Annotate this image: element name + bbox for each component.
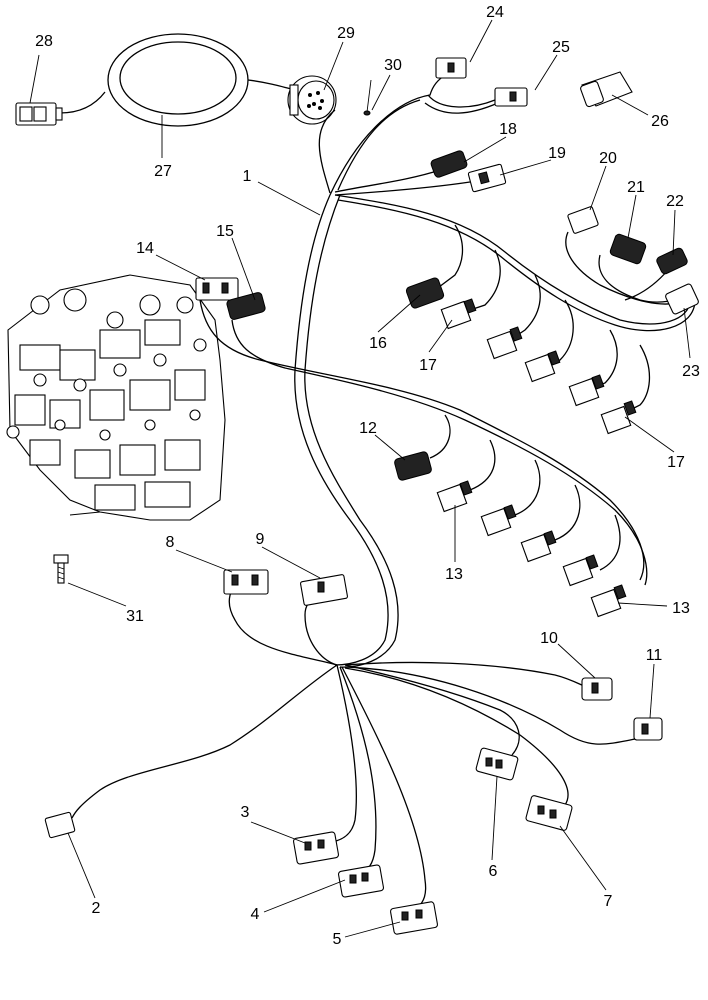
cable-assembly-27 [15,33,337,127]
connector-17-d [568,374,605,407]
connector-6 [475,747,519,781]
connector-13-e [590,584,627,618]
connector-25 [494,87,528,107]
callout-31: 31 [126,608,144,625]
connector-23 [665,283,699,315]
connector-13-b [480,504,517,537]
callout-9: 9 [256,531,265,548]
callout-11: 11 [646,647,663,664]
connector-19 [467,163,507,193]
connector-28 [15,102,63,126]
connector-14 [195,277,239,301]
callout-28: 28 [35,33,53,50]
connector-20 [567,206,599,234]
connector-26 [580,71,633,108]
callout-10: 10 [540,630,558,647]
connector-13-d [562,554,599,587]
main-harness-1 [294,74,696,668]
callout-19: 19 [548,145,566,162]
callout-1: 1 [243,168,252,185]
connector-17-c [524,350,561,383]
callout-25: 25 [552,39,570,56]
callout-3: 3 [241,804,250,821]
callout-7: 7 [604,893,613,910]
callout-27: 27 [154,163,172,180]
callout-13-b: 13 [672,600,690,617]
connector-15 [226,292,266,320]
lower-harness [71,589,641,913]
control-valve-assembly [6,274,226,521]
connector-13-a [436,480,473,513]
callout-17-b: 17 [667,454,685,471]
leader-lines [29,19,691,938]
middle-harness [199,299,648,586]
callout-12: 12 [359,420,377,437]
connector-17-e [600,400,637,435]
connector-22 [656,247,688,275]
connector-13-c [520,530,557,563]
callout-24: 24 [486,4,504,21]
callout-16: 16 [369,335,387,352]
callout-20: 20 [599,150,617,167]
connector-16 [405,277,445,309]
callout-labels: 1 2 3 4 5 6 7 8 9 10 11 12 13 13 14 15 1… [35,4,700,948]
connector-18 [430,150,468,178]
callout-15: 15 [216,223,234,240]
connector-17-a [440,298,477,330]
callout-23: 23 [682,363,700,380]
connector-24 [435,57,467,79]
callout-14: 14 [136,240,154,257]
callout-13-a: 13 [445,566,463,583]
callout-26: 26 [651,113,669,130]
connector-9 [300,574,348,606]
callout-30: 30 [384,57,402,74]
callout-22: 22 [666,193,684,210]
callout-6: 6 [489,863,498,880]
connector-21 [609,233,647,265]
callout-4: 4 [251,906,260,923]
bolt-31 [53,554,69,584]
connector-17-b [486,326,523,360]
connector-2 [44,811,76,839]
screw-30 [363,79,372,116]
round-connector-29 [287,75,337,125]
callout-29: 29 [337,25,355,42]
callout-18: 18 [499,121,517,138]
connector-11 [633,717,663,741]
connector-7 [525,795,573,831]
connector-8 [223,569,269,595]
callout-2: 2 [92,900,101,917]
callout-21: 21 [627,179,645,196]
connector-4 [337,864,385,898]
callout-8: 8 [166,534,175,551]
callout-17-a: 17 [419,357,437,374]
connector-10 [581,677,613,701]
connector-3 [292,831,340,865]
callout-5: 5 [333,931,342,948]
connector-5 [390,901,438,935]
